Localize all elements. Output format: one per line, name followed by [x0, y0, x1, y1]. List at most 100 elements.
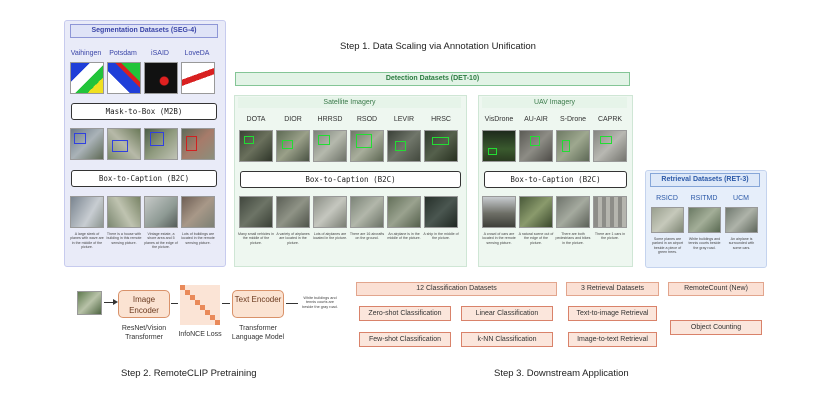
- bounding-box: [530, 136, 540, 146]
- det-caption: There are 16 aircrafts on the ground.: [349, 232, 385, 241]
- count-header: RemoteCount (New): [668, 282, 764, 296]
- ret-dataset-label: RSITMD: [690, 195, 718, 202]
- bounding-box: [562, 140, 570, 152]
- det-caption: Lots of airplanes are located in the pic…: [312, 232, 348, 241]
- step1-title: Step 1. Data Scaling via Annotation Unif…: [340, 41, 536, 52]
- matrix-cell: [195, 295, 200, 300]
- det-dataset-label: DOTA: [246, 116, 266, 123]
- det-dataset-label: DIOR: [284, 116, 302, 123]
- matrix-cell: [195, 290, 200, 295]
- matrix-cell: [215, 315, 220, 320]
- task-image-to-text-retrieval: Image-to-text Retrieval: [568, 332, 657, 347]
- ret-caption: An airplane is surrounded with some cars…: [728, 237, 755, 250]
- mask-to-box-box: Mask-to-Box (M2B): [71, 103, 217, 120]
- seg-caption: Lots of buildings are located in the rem…: [181, 232, 215, 245]
- arrow-left-icon: [286, 303, 298, 304]
- input-image: [77, 291, 102, 315]
- det-caption-image: [387, 196, 421, 228]
- bounding-box: [600, 136, 612, 144]
- matrix-cell: [190, 315, 195, 320]
- task-knn-classification: k-NN Classification: [461, 332, 553, 347]
- det-caption-image: [313, 196, 347, 228]
- matrix-positive-cell: [210, 315, 215, 320]
- matrix-cell: [200, 290, 205, 295]
- box-to-caption-box-seg: Box-to-Caption (B2C): [71, 170, 217, 187]
- matrix-cell: [195, 315, 200, 320]
- matrix-cell: [180, 300, 185, 305]
- uav-caption-image: [556, 196, 590, 228]
- seg-caption-image: [144, 196, 178, 228]
- matrix-cell: [205, 305, 210, 310]
- uav-dataset-label: S-Drone: [559, 116, 587, 123]
- matrix-cell: [215, 300, 220, 305]
- seg-dataset-label: iSAID: [151, 50, 169, 57]
- matrix-cell: [205, 290, 210, 295]
- uav-caption: A crowd of cars are located in the remot…: [482, 232, 516, 245]
- det-boxed-image: [424, 130, 458, 162]
- bounding-box: [74, 133, 86, 144]
- loss-label: InfoNCE Loss: [178, 331, 222, 338]
- det-caption-image: [276, 196, 310, 228]
- bounding-box: [318, 135, 330, 145]
- det-caption: A ship in the middle of the picture.: [423, 232, 459, 241]
- uav-dataset-label: AU-AIR: [524, 116, 548, 123]
- matrix-cell: [200, 285, 205, 290]
- uav-dataset-label: VisDrone: [484, 116, 514, 123]
- text-encoder: Text Encoder: [232, 290, 284, 318]
- bounding-box: [282, 140, 293, 149]
- seg-boxed-image: [144, 128, 178, 160]
- matrix-cell: [205, 320, 210, 325]
- det-caption: An airplane is in the middle of the pict…: [387, 232, 421, 241]
- det-caption-image: [239, 196, 273, 228]
- det-boxed-image: [387, 130, 421, 162]
- matrix-positive-cell: [185, 290, 190, 295]
- matrix-positive-cell: [215, 320, 220, 325]
- seg-caption: Vintage estate, a shore area and 5 plane…: [144, 232, 178, 249]
- matrix-cell: [185, 320, 190, 325]
- matrix-cell: [180, 290, 185, 295]
- matrix-cell: [210, 305, 215, 310]
- uav-caption-image: [593, 196, 627, 228]
- det-dataset-label: HRSC: [431, 116, 451, 123]
- matrix-cell: [205, 315, 210, 320]
- matrix-cell: [210, 320, 215, 325]
- ret-caption: White buildings and tennis courts beside…: [688, 237, 721, 250]
- arrow-right-icon: [171, 303, 178, 304]
- matrix-cell: [215, 295, 220, 300]
- matrix-cell: [210, 310, 215, 315]
- bounding-box: [488, 148, 497, 155]
- bounding-box: [150, 132, 164, 146]
- ret-image: [688, 207, 721, 233]
- uav-boxed-image: [519, 130, 553, 162]
- image-encoder: Image Encoder: [118, 290, 170, 318]
- det-dataset-label: LEVIR: [393, 116, 415, 123]
- bounding-box: [356, 134, 372, 148]
- matrix-cell: [205, 285, 210, 290]
- step3-title: Step 3. Downstream Application: [494, 368, 629, 379]
- uav-boxed-image: [556, 130, 590, 162]
- matrix-cell: [195, 285, 200, 290]
- det-caption-image: [424, 196, 458, 228]
- seg-caption-image: [107, 196, 141, 228]
- det-caption-image: [350, 196, 384, 228]
- matrix-cell: [210, 285, 215, 290]
- matrix-positive-cell: [195, 300, 200, 305]
- seg-mask-image: [107, 62, 141, 94]
- matrix-cell: [180, 315, 185, 320]
- matrix-cell: [210, 300, 215, 305]
- seg-dataset-label: LoveDA: [184, 50, 210, 57]
- box-to-caption-box-satellite: Box-to-Caption (B2C): [240, 171, 461, 188]
- seg-caption: A large sleek of planes with wave are in…: [70, 232, 104, 249]
- det-dataset-label: HRRSD: [317, 116, 343, 123]
- matrix-cell: [200, 300, 205, 305]
- matrix-positive-cell: [180, 285, 185, 290]
- task-zero-shot-classification: Zero-shot Classification: [359, 306, 451, 321]
- ret-image: [651, 207, 684, 233]
- matrix-cell: [185, 295, 190, 300]
- matrix-cell: [185, 300, 190, 305]
- satellite-imagery-title: Satellite Imagery: [238, 97, 461, 108]
- matrix-positive-cell: [190, 295, 195, 300]
- matrix-cell: [200, 310, 205, 315]
- task-object-counting: Object Counting: [670, 320, 762, 335]
- ret-dataset-label: UCM: [733, 195, 749, 202]
